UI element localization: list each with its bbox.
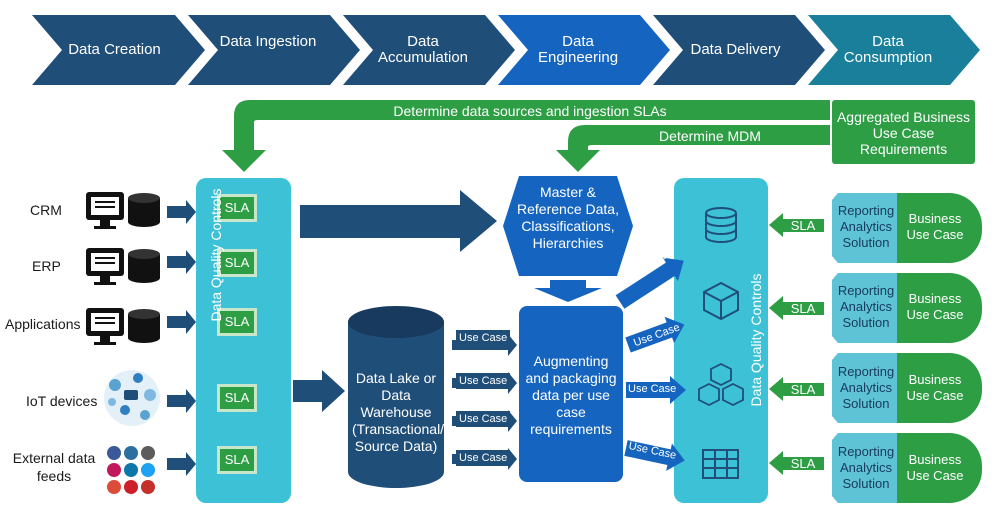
- stage-chevrons: [32, 15, 980, 85]
- consumption-pill-3: [832, 353, 982, 423]
- stage-label-creation: Data Creation: [68, 41, 161, 58]
- stage-chevron-consumption[interactable]: [808, 15, 980, 85]
- arrow-down-to-augment: [534, 280, 602, 302]
- source-label-erp: ERP: [32, 258, 61, 274]
- feedback-sources-label: Determine data sources and ingestion SLA…: [393, 103, 667, 119]
- monitor-icon: [86, 248, 124, 285]
- stage-label-engineering: Data Engineering: [537, 33, 619, 66]
- use-case-label-3: Use Case: [456, 411, 511, 427]
- augment-label: Augmenting and packaging data per use ca…: [525, 353, 617, 437]
- use-case-label-4: Use Case: [456, 450, 511, 466]
- business-label-4: Business Use Case: [906, 452, 964, 483]
- source-label-crm: CRM: [30, 202, 62, 218]
- stage-chevron-ingestion[interactable]: [188, 15, 360, 85]
- sla-badge-iot: SLA: [217, 384, 257, 412]
- database-icon: [128, 193, 160, 227]
- sla-arrow-label-1: SLA: [790, 218, 816, 233]
- reporting-label-4: Reporting Analytics Solution: [837, 444, 895, 491]
- augment-box: [519, 306, 623, 482]
- sla-badge-external: SLA: [217, 446, 257, 474]
- stage-label-ingestion: Data Ingestion: [219, 33, 317, 50]
- use-case-label-2: Use Case: [456, 373, 511, 389]
- reporting-label-3: Reporting Analytics Solution: [837, 364, 895, 411]
- reporting-label-1: Reporting Analytics Solution: [837, 203, 895, 250]
- monitor-icon: [86, 192, 124, 229]
- master-data-hexagon: [503, 176, 633, 276]
- stage-chevron-engineering[interactable]: [498, 15, 670, 85]
- sla-badge-applications: SLA: [217, 308, 257, 336]
- data-lake-cylinder: [348, 322, 444, 488]
- aggregated-requirements-label: Aggregated Business Use Case Requirement…: [836, 109, 971, 157]
- sla-arrow-label-2: SLA: [790, 301, 816, 316]
- cubes-icon: [698, 362, 744, 407]
- dq-panel-delivery: [674, 178, 768, 503]
- source-label-external: External data feeds: [12, 450, 96, 484]
- business-label-2: Business Use Case: [906, 291, 964, 322]
- stage-chevron-delivery[interactable]: [653, 15, 825, 85]
- reporting-label-2: Reporting Analytics Solution: [837, 283, 895, 330]
- aggregated-requirements-box: [832, 100, 975, 164]
- source-label-applications: Applications: [5, 316, 81, 332]
- database-icon: [128, 309, 160, 343]
- grid-icon: [702, 449, 739, 479]
- sla-badge-erp: SLA: [217, 249, 257, 277]
- master-data-label: Master & Reference Data, Classifications…: [517, 184, 619, 251]
- database-icon: [128, 249, 160, 283]
- stage-chevron-creation[interactable]: [32, 15, 205, 85]
- feedback-mdm-label: Determine MDM: [659, 128, 761, 144]
- dq-controls-label-ingestion: Data Quality Controls: [208, 188, 224, 322]
- social-media-icon: [107, 446, 155, 494]
- feedback-arrow-sources: [222, 100, 830, 172]
- stage-chevron-accumulation[interactable]: [343, 15, 515, 85]
- stage-label-delivery: Data Delivery: [690, 41, 781, 58]
- data-lake-label: Data Lake or Data Warehouse (Transaction…: [352, 370, 445, 454]
- iot-cloud-icon: [104, 370, 160, 426]
- sla-arrow-label-4: SLA: [790, 456, 816, 471]
- dq-controls-label-delivery: Data Quality Controls: [748, 273, 764, 407]
- feedback-arrow-mdm: [556, 125, 830, 172]
- business-label-3: Business Use Case: [906, 372, 964, 403]
- sla-arrow-label-3: SLA: [790, 382, 816, 397]
- cube-icon: [703, 281, 739, 321]
- arrow-to-master-data: [300, 190, 497, 252]
- use-case-label-1: Use Case: [456, 330, 511, 346]
- sla-badge-crm: SLA: [217, 194, 257, 222]
- source-label-iot: IoT devices: [26, 393, 98, 409]
- cylinder-icon: [705, 207, 737, 243]
- consumption-pill-1: [832, 193, 982, 263]
- business-label-1: Business Use Case: [906, 211, 964, 242]
- arrow-to-data-lake: [293, 370, 345, 412]
- consumption-pill-4: [832, 433, 982, 503]
- monitor-icon: [86, 308, 124, 345]
- stage-label-consumption: Data Consumption: [843, 33, 933, 66]
- consumption-pill-2: [832, 273, 982, 343]
- stage-label-accumulation: Data Accumulation: [377, 33, 469, 66]
- use-case-arrow-label-3: Use Case: [628, 383, 677, 395]
